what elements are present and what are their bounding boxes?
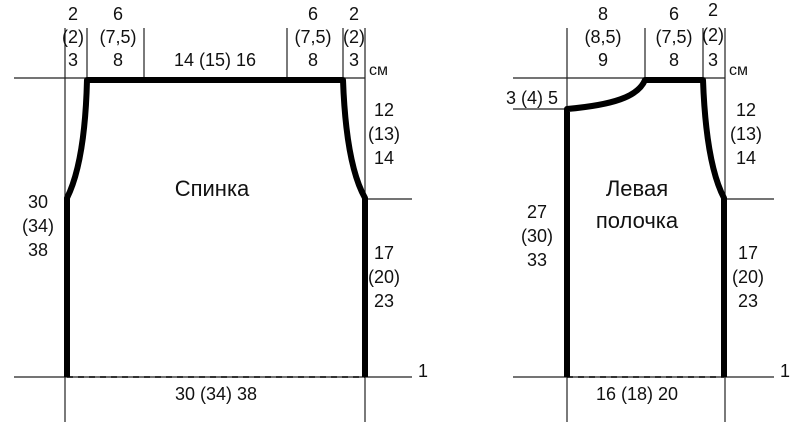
back-bottom-width: 30 (34) 38 [175, 384, 257, 404]
back-top-labels: 2 (2) 3 6 (7,5) 8 14 (15) 16 6 (7,5) 8 2… [62, 4, 388, 79]
front-armhole-depth: 12 (13) 14 [730, 100, 762, 168]
front-piece: 8 (8,5) 9 6 (7,5) 8 2 (2) 3 см 3 (4) 5 2… [506, 0, 790, 422]
front-shoulder-3: 8 [669, 50, 679, 70]
back-edge-left-1: 2 [68, 4, 78, 24]
front-height-2: (30) [521, 226, 553, 246]
front-side-length: 17 (20) 23 [732, 243, 764, 311]
front-side-3: 23 [738, 291, 758, 311]
front-side-1: 17 [738, 243, 758, 263]
back-edge-right-2: (2) [343, 27, 365, 47]
back-armhole-1: 12 [374, 100, 394, 120]
back-armhole-depth: 12 (13) 14 [368, 100, 400, 168]
back-edge-right-1: 2 [349, 4, 359, 24]
front-title-line1: Левая [606, 176, 668, 201]
back-shoulder-left-2: (7,5) [99, 27, 136, 47]
back-shoulder-right-2: (7,5) [294, 27, 331, 47]
front-armhole-3: 14 [736, 148, 756, 168]
back-piece: 2 (2) 3 6 (7,5) 8 14 (15) 16 6 (7,5) 8 2… [14, 4, 428, 422]
back-side-2: (20) [368, 267, 400, 287]
back-guide-lines [14, 28, 412, 422]
back-shoulder-right-3: 8 [308, 50, 318, 70]
back-height-3: 38 [28, 240, 48, 260]
back-armhole-3: 14 [374, 148, 394, 168]
back-edge-right-3: 3 [349, 50, 359, 70]
back-side-3: 23 [374, 291, 394, 311]
front-height-3: 33 [527, 250, 547, 270]
back-side-length: 17 (20) 23 [368, 243, 400, 311]
back-armhole-2: (13) [368, 124, 400, 144]
front-armhole-2: (13) [730, 124, 762, 144]
back-shoulder-left-3: 8 [113, 50, 123, 70]
front-shoulder-1: 6 [669, 4, 679, 24]
back-shoulder-right-1: 6 [308, 4, 318, 24]
back-height-2: (34) [22, 216, 54, 236]
front-edge-2: (2) [702, 25, 724, 45]
back-side-1: 17 [374, 243, 394, 263]
front-neck-width-3: 9 [598, 50, 608, 70]
front-unit-label: см [729, 62, 748, 79]
back-edge-left-3: 3 [68, 50, 78, 70]
front-edge-1: 2 [708, 0, 718, 20]
front-outline [564, 77, 727, 377]
front-top-labels: 8 (8,5) 9 6 (7,5) 8 2 (2) 3 см [584, 0, 748, 79]
back-title: Спинка [175, 176, 250, 201]
front-edge-3: 3 [708, 50, 718, 70]
back-shoulder-left-1: 6 [113, 4, 123, 24]
back-neck-width: 14 (15) 16 [174, 50, 256, 70]
front-left-height: 27 (30) 33 [521, 202, 553, 270]
front-shoulder-2: (7,5) [655, 27, 692, 47]
front-height-1: 27 [527, 202, 547, 222]
front-title-line2: полочка [596, 208, 679, 233]
back-marker: 1 [418, 361, 428, 381]
front-neck-width-1: 8 [598, 4, 608, 24]
back-edge-left-2: (2) [62, 27, 84, 47]
front-marker: 1 [780, 361, 790, 381]
back-outline [64, 77, 368, 377]
back-height-1: 30 [28, 192, 48, 212]
front-armhole-1: 12 [736, 100, 756, 120]
front-neck-depth: 3 (4) 5 [506, 88, 558, 108]
back-unit-label: см [369, 62, 388, 79]
front-neck-width-2: (8,5) [584, 27, 621, 47]
front-bottom-width: 16 (18) 20 [596, 384, 678, 404]
front-side-2: (20) [732, 267, 764, 287]
back-left-height: 30 (34) 38 [22, 192, 54, 260]
